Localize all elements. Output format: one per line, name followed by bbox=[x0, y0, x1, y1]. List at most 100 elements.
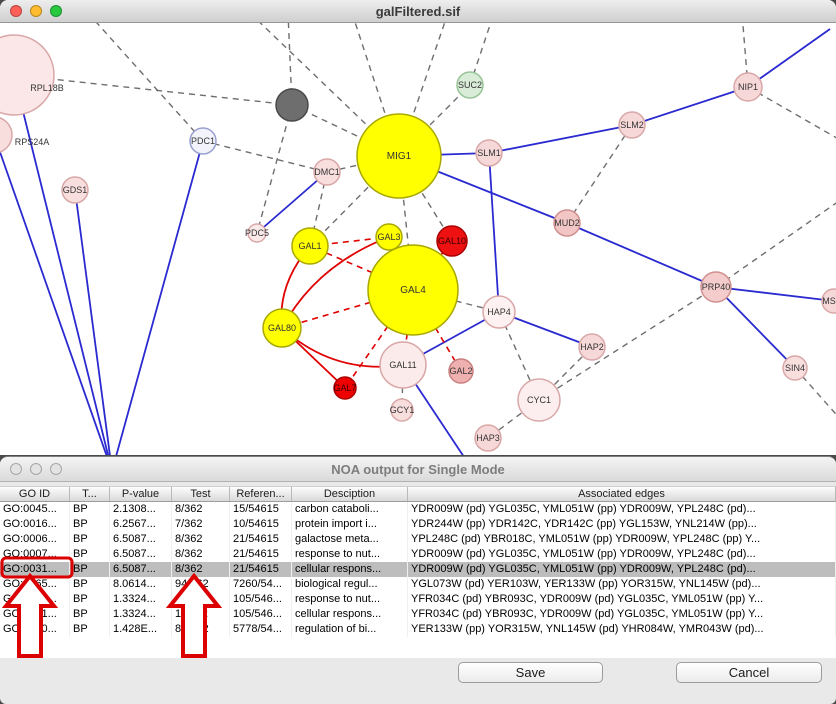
network-window-titlebar[interactable]: galFiltered.sif bbox=[0, 0, 836, 23]
cell: response to nut... bbox=[292, 547, 408, 562]
noa-window-title: NOA output for Single Mode bbox=[331, 461, 505, 477]
node-GAL2[interactable] bbox=[448, 358, 474, 384]
node-HAP2[interactable] bbox=[578, 333, 606, 361]
close-button-icon[interactable] bbox=[10, 5, 22, 17]
node-RPS24A[interactable] bbox=[0, 117, 13, 153]
cell: 6.5087... bbox=[110, 532, 172, 547]
node-GAL7[interactable] bbox=[333, 376, 357, 400]
network-window-title: galFiltered.sif bbox=[375, 3, 461, 19]
cell: BP bbox=[70, 502, 110, 517]
node-label-RPS24A: RPS24A bbox=[15, 137, 50, 147]
save-button[interactable]: Save bbox=[458, 662, 603, 683]
edge-GRAY-PDC5 bbox=[256, 104, 293, 234]
node-DMC1[interactable] bbox=[313, 158, 341, 186]
node-GAL11[interactable] bbox=[379, 341, 427, 389]
node-SUC2[interactable] bbox=[456, 71, 484, 99]
node-label-RPL18B: RPL18B bbox=[30, 83, 64, 93]
node-MUD2[interactable] bbox=[553, 209, 581, 237]
column-header-5[interactable]: Desciption bbox=[292, 487, 408, 501]
node-PDC5[interactable] bbox=[247, 223, 267, 243]
node-HAP4[interactable] bbox=[482, 295, 516, 329]
cell: biological regul... bbox=[292, 577, 408, 592]
node-label-MIG1: MIG1 bbox=[387, 151, 412, 162]
edge-MUD2-SLM2 bbox=[566, 124, 633, 224]
node-MIG1[interactable] bbox=[356, 113, 442, 199]
edge-PDC1-A_BL bbox=[115, 140, 204, 455]
minimize-button-icon[interactable] bbox=[30, 5, 42, 17]
node-GDS1[interactable] bbox=[61, 176, 89, 204]
node-MSL1[interactable] bbox=[821, 288, 836, 314]
zoom-button-icon[interactable] bbox=[50, 5, 62, 17]
close-button-icon[interactable] bbox=[10, 463, 22, 475]
node-GAL3[interactable] bbox=[375, 223, 403, 251]
cell: cellular respons... bbox=[292, 562, 408, 577]
column-header-1[interactable]: T... bbox=[70, 487, 110, 501]
node-GAL10[interactable] bbox=[436, 225, 468, 257]
node-GAL1[interactable] bbox=[291, 227, 329, 265]
node-GRAY[interactable] bbox=[275, 88, 309, 122]
node-label-GAL10: GAL10 bbox=[438, 236, 466, 246]
cell: 21/54615 bbox=[230, 562, 292, 577]
node-GCY1[interactable] bbox=[390, 398, 414, 422]
edge-DMC1-PDC5 bbox=[256, 171, 328, 234]
edge-PDC1-DMC1 bbox=[202, 140, 328, 173]
column-header-2[interactable]: P-value bbox=[110, 487, 172, 501]
node-CYC1[interactable] bbox=[517, 378, 561, 422]
cancel-button[interactable]: Cancel bbox=[676, 662, 822, 683]
cell: 21/54615 bbox=[230, 532, 292, 547]
column-header-4[interactable]: Referen... bbox=[230, 487, 292, 501]
node-RPL18B[interactable] bbox=[0, 34, 55, 116]
cell: YDR244W (pp) YDR142C, YDR142C (pp) YGL15… bbox=[408, 517, 836, 532]
cell: cellular respons... bbox=[292, 607, 408, 622]
node-PRP40[interactable] bbox=[700, 271, 732, 303]
node-PDC1[interactable] bbox=[189, 127, 217, 155]
cell: GO:0031... bbox=[0, 592, 70, 607]
edge-RPL18B-A_BL bbox=[13, 74, 109, 455]
node-label-GAL7: GAL7 bbox=[333, 383, 356, 393]
edge-NIP1-A_TR2 bbox=[747, 28, 831, 88]
column-header-6[interactable]: Associated edges bbox=[408, 487, 836, 501]
cell: GO:0065... bbox=[0, 577, 70, 592]
node-SIN4[interactable] bbox=[782, 355, 808, 381]
edge-RPS24A-A_BL bbox=[0, 149, 108, 455]
network-canvas[interactable]: RPL18BRPS24AGDS1PDC1DMC1MIG1SUC2SLM1SLM2… bbox=[0, 23, 836, 455]
node-NIP1[interactable] bbox=[733, 72, 763, 102]
node-label-NIP1: NIP1 bbox=[738, 82, 758, 92]
column-header-0[interactable]: GO ID bbox=[0, 487, 70, 501]
cell: 11/362 bbox=[172, 592, 230, 607]
cell: BP bbox=[70, 517, 110, 532]
edge-CYC1-PRP40 bbox=[538, 286, 717, 401]
node-SLM1[interactable] bbox=[475, 139, 503, 167]
edge-GRAY-MIG1 bbox=[291, 104, 400, 157]
edge-PRP40-MSL1 bbox=[715, 286, 835, 302]
node-GAL80[interactable] bbox=[262, 308, 302, 348]
cell: YDR009W (pd) YGL035C, YML051W (pp) YDR00… bbox=[408, 562, 836, 577]
zoom-button-icon[interactable] bbox=[50, 463, 62, 475]
cell: response to nut... bbox=[292, 592, 408, 607]
node-SLM2[interactable] bbox=[618, 111, 646, 139]
cell: 11/362 bbox=[172, 607, 230, 622]
column-header-3[interactable]: Test bbox=[172, 487, 230, 501]
traffic-lights-inactive bbox=[10, 463, 62, 475]
minimize-button-icon[interactable] bbox=[30, 463, 42, 475]
noa-window-titlebar[interactable]: NOA output for Single Mode bbox=[0, 457, 836, 482]
node-HAP3[interactable] bbox=[474, 424, 502, 452]
node-label-GAL4: GAL4 bbox=[400, 285, 426, 296]
node-GAL4[interactable] bbox=[367, 244, 459, 336]
cell: GO:0007... bbox=[0, 547, 70, 562]
cell: 105/546... bbox=[230, 592, 292, 607]
cell: 105/546... bbox=[230, 607, 292, 622]
cell: BP bbox=[70, 532, 110, 547]
